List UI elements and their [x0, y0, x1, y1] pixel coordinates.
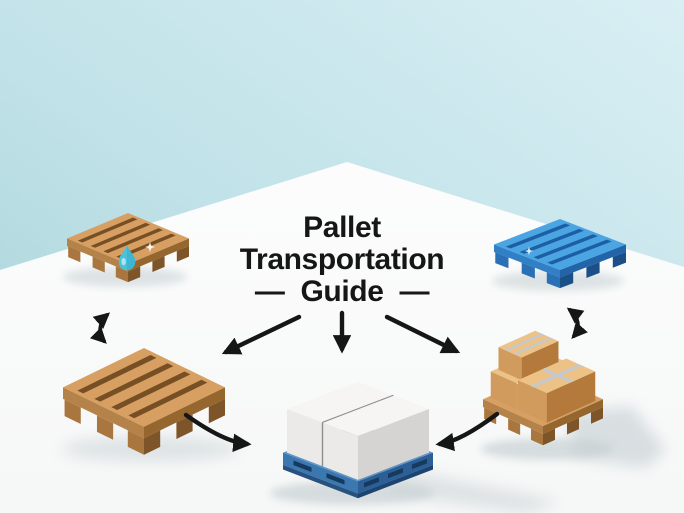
arrow-down-right	[384, 314, 461, 354]
blue-plastic-pallet-icon	[494, 219, 626, 289]
title-dash-right: —	[399, 275, 430, 308]
wooden-pallet-icon	[63, 348, 225, 455]
arrow-curved-left-to-center	[183, 412, 252, 452]
title-line-1: Pallet	[303, 211, 381, 244]
sparkle-icon	[144, 241, 156, 253]
arrow-double-left	[89, 312, 111, 344]
white-boxes-on-blue-pallet-icon	[283, 381, 433, 499]
title-line-2: Transportation	[239, 243, 445, 276]
water-droplet-icon	[118, 245, 136, 271]
sparkle-icon	[524, 246, 534, 256]
cardboard-boxes-on-wooden-pallet-icon	[483, 330, 603, 446]
title-line-3: Guide	[300, 275, 384, 308]
page-title: Pallet Transportation — Guide —	[239, 211, 445, 308]
arrow-down-left	[221, 314, 302, 355]
title-dash-left: —	[254, 275, 285, 308]
arrow-double-right	[566, 307, 588, 340]
arrow-curved-right-to-center	[435, 411, 500, 452]
